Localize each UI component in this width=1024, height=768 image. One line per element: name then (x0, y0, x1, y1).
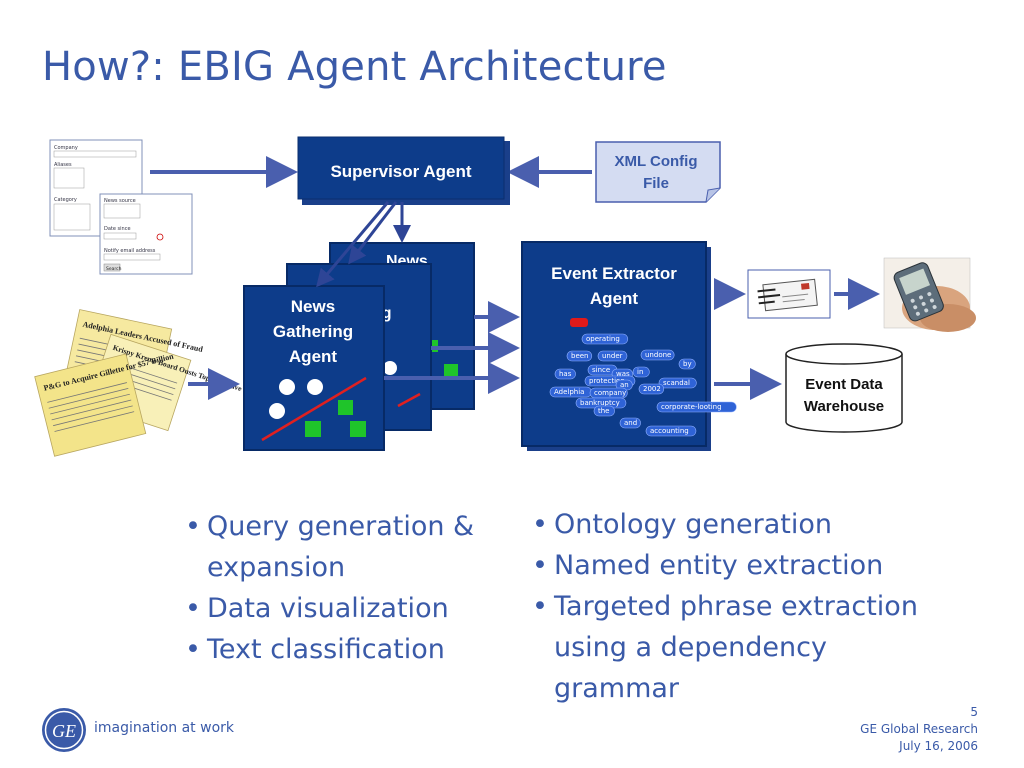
ontology-node (597, 350, 628, 362)
news-agent-label-3: Agent (289, 347, 338, 366)
tagline: imagination at work (94, 720, 234, 736)
footer-info: 5 GE Global Research July 16, 2006 (860, 704, 978, 755)
page-number: 5 (970, 705, 978, 719)
ontology-node (581, 333, 629, 345)
form-label-news-source: News source (104, 198, 136, 204)
ge-logo-text: GE (52, 721, 76, 741)
ontology-word: company (594, 389, 626, 397)
warehouse-label-1: Event Data (805, 376, 883, 393)
form-label-notify: Notify email address (104, 248, 156, 254)
extractor-label-2: Agent (590, 289, 639, 308)
mobile-phone-icon (883, 257, 976, 332)
ontology-word: and (624, 419, 637, 427)
ontology-node (593, 405, 615, 417)
query-form-screenshot: Company Aliases Category News source Dat… (49, 139, 193, 275)
date: July 16, 2006 (899, 739, 978, 753)
ontology-node (566, 350, 593, 362)
ontology-node (554, 368, 576, 380)
form-label-company: Company (54, 145, 78, 151)
ontology-word: an (620, 381, 629, 389)
cluster-point (269, 403, 285, 419)
ontology-node (656, 401, 737, 413)
news-agent-label-1: News (291, 297, 335, 316)
ontology-word: undone (645, 351, 671, 359)
cluster-square (338, 400, 353, 415)
ontology-word: under (602, 352, 623, 360)
ontology-node (632, 366, 650, 378)
warehouse-label-2: Warehouse (804, 398, 884, 415)
ontology-node (658, 377, 697, 389)
bullet-item: Text classification (183, 629, 513, 670)
organization: GE Global Research (860, 722, 978, 736)
config-line-1: XML Config (614, 153, 697, 170)
ontology-word: has (559, 370, 572, 378)
ontology-word: protection (589, 377, 625, 385)
ontology-node (640, 349, 675, 361)
news-gathering-agent-box: News Gathering Agent (243, 285, 385, 451)
extractor-label-1: Event Extractor (551, 264, 677, 283)
bullet-item: Query generation & expansion (183, 506, 513, 588)
cluster-square (305, 421, 321, 437)
cluster-point (279, 379, 295, 395)
cluster-point (307, 379, 323, 395)
ontology-word: since (592, 366, 610, 374)
ontology-word: bankruptcy (580, 399, 620, 407)
ontology-word: scandal (663, 379, 690, 387)
architecture-diagram: Company Aliases Category News source Dat… (34, 136, 976, 457)
bullet-item: Data visualization (183, 588, 513, 629)
ontology-word: in (637, 368, 643, 376)
ontology-word: been (571, 352, 589, 360)
news-agent-label-2: Gathering (273, 322, 353, 341)
bullet-item: Named entity extraction (530, 545, 930, 586)
form-search-button: Search (106, 266, 122, 272)
event-data-warehouse: Event Data Warehouse (785, 343, 903, 433)
ontology-node (678, 358, 696, 370)
ge-logo: GE (42, 708, 86, 752)
ontology-word: was (616, 370, 630, 378)
xml-config-file: XML Config File (595, 141, 721, 203)
ontology-node (638, 383, 665, 395)
email-alert-icon (747, 269, 831, 319)
ontology-node (619, 417, 641, 429)
bullet-list-left: Query generation & expansion Data visual… (183, 506, 513, 670)
ontology-word: Adelphia (554, 388, 584, 396)
bullet-item: Ontology generation (530, 504, 930, 545)
supervisor-label: Supervisor Agent (330, 162, 471, 181)
classifier-boundary (261, 376, 367, 442)
slide-title: How?: EBIG Agent Architecture (42, 44, 667, 90)
form-label-date-since: Date since (104, 226, 131, 232)
config-line-2: File (643, 175, 669, 192)
bullet-list-right: Ontology generation Named entity extract… (530, 504, 930, 709)
ontology-word: the (598, 407, 610, 415)
ontology-word: 2002 (643, 385, 661, 393)
cluster-square (350, 421, 366, 437)
form-label-category: Category (54, 197, 77, 203)
bullet-item: Targeted phrase extraction using a depen… (530, 586, 930, 709)
arrows-supervisor-to-news (316, 201, 411, 288)
ontology-word: by (683, 360, 692, 368)
ontology-node (645, 425, 697, 437)
supervisor-agent-box: Supervisor Agent (297, 136, 510, 205)
ontology-word: corporate-looting (661, 403, 722, 411)
form-label-aliases: Aliases (54, 162, 72, 168)
ontology-word: accounting (650, 427, 689, 435)
ontology-word: operating (586, 335, 620, 343)
event-extractor-agent-box: Event Extractor Agent operating been under… (521, 241, 737, 451)
